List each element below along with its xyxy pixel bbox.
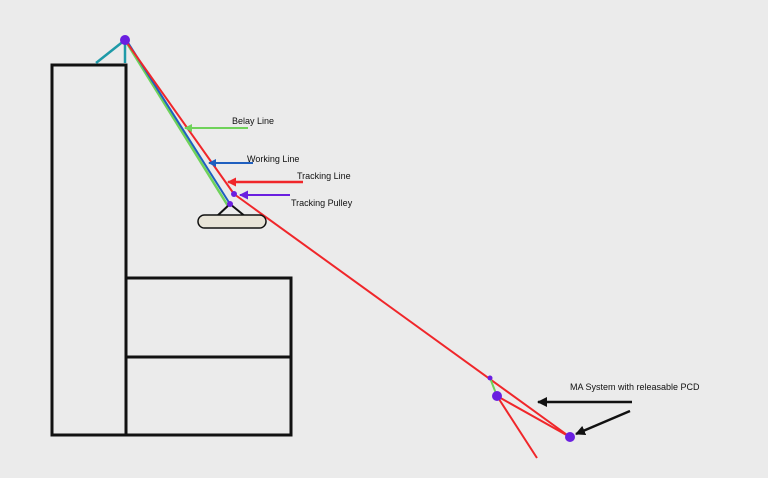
tracking-line-label: Tracking Line xyxy=(297,171,351,181)
belay-line xyxy=(123,39,230,207)
litter-attach-node xyxy=(227,201,233,207)
lower-block-top xyxy=(124,276,293,359)
tall-structure xyxy=(50,63,128,437)
ma-system-arrow-2 xyxy=(575,409,631,436)
tracking-line-upper xyxy=(124,39,235,195)
ma-top-node xyxy=(487,375,493,381)
litter-stretcher xyxy=(197,214,267,229)
top-anchor-node xyxy=(120,35,130,45)
anchor-leg-left xyxy=(95,39,126,64)
tracking-line-long xyxy=(233,193,571,438)
ma-system-label: MA System with releasable PCD xyxy=(570,382,700,392)
ma-haul-line xyxy=(496,395,571,438)
belay-line-label: Belay Line xyxy=(232,116,274,126)
working-line-label: Working Line xyxy=(247,154,299,164)
lower-block-bottom xyxy=(124,355,293,437)
tracking-pulley-label: Tracking Pulley xyxy=(291,198,353,208)
ma-anchor-node xyxy=(565,432,575,442)
ma-pcd-node xyxy=(492,391,502,401)
tracking-pulley-node xyxy=(231,191,237,197)
ma-tail-line xyxy=(496,395,538,459)
